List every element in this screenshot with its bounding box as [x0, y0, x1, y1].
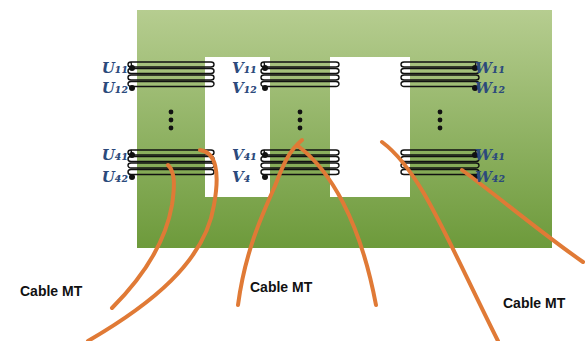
winding-turn: [128, 69, 214, 74]
terminal-dot: [262, 85, 268, 91]
continuation-dot: [438, 118, 443, 123]
continuation-dot: [298, 110, 303, 115]
winding-turn: [261, 75, 339, 80]
core-window: [330, 57, 410, 197]
terminal-label: V₄₁: [232, 147, 257, 164]
winding-turn: [401, 150, 479, 155]
winding-turn: [128, 157, 214, 162]
continuation-dot: [169, 110, 174, 115]
terminal-dot: [262, 152, 268, 158]
terminal-label: U₄₂: [102, 169, 128, 186]
terminal-dot: [129, 85, 135, 91]
terminal-label: U₄₁: [102, 147, 128, 164]
winding-turn: [401, 69, 479, 74]
cable-label: Cable MT: [250, 280, 312, 295]
cable-label: Cable MT: [20, 284, 82, 299]
continuation-dot: [298, 118, 303, 123]
terminal-label: W₄₁: [475, 147, 505, 164]
continuation-dot: [298, 126, 303, 131]
continuation-dot: [438, 126, 443, 131]
terminal-label: W₁₂: [475, 80, 505, 97]
winding-turn: [261, 69, 339, 74]
cable-label: Cable MT: [503, 296, 565, 311]
terminal-label: W₄₂: [475, 169, 505, 186]
winding-turn: [261, 163, 339, 168]
terminal-label: U₁₂: [102, 80, 128, 97]
continuation-dot: [169, 118, 174, 123]
winding-turn: [401, 163, 479, 168]
terminal-label: U₁₁: [102, 60, 128, 77]
winding-turn: [401, 75, 479, 80]
winding-turn: [128, 82, 214, 87]
terminal-label: V₁₁: [232, 60, 257, 77]
continuation-dot: [169, 126, 174, 131]
winding-turn: [261, 150, 339, 155]
terminal-dot: [129, 65, 135, 71]
terminal-label: V₁₂: [232, 80, 257, 97]
winding-turn: [261, 82, 339, 87]
terminal-dot: [262, 65, 268, 71]
winding-turn: [128, 62, 214, 67]
winding-turn: [128, 75, 214, 80]
terminal-label: W₁₁: [475, 60, 505, 77]
terminal-dot: [262, 174, 268, 180]
winding-turn: [401, 62, 479, 67]
winding-turn: [401, 82, 479, 87]
winding-turn: [401, 157, 479, 162]
terminal-dot: [129, 152, 135, 158]
continuation-dot: [438, 110, 443, 115]
mv-cable: [88, 150, 217, 341]
terminal-dot: [129, 174, 135, 180]
transformer-core: [137, 10, 552, 248]
winding-turn: [261, 62, 339, 67]
terminal-label: V₄: [232, 169, 250, 186]
winding-turn: [261, 157, 339, 162]
